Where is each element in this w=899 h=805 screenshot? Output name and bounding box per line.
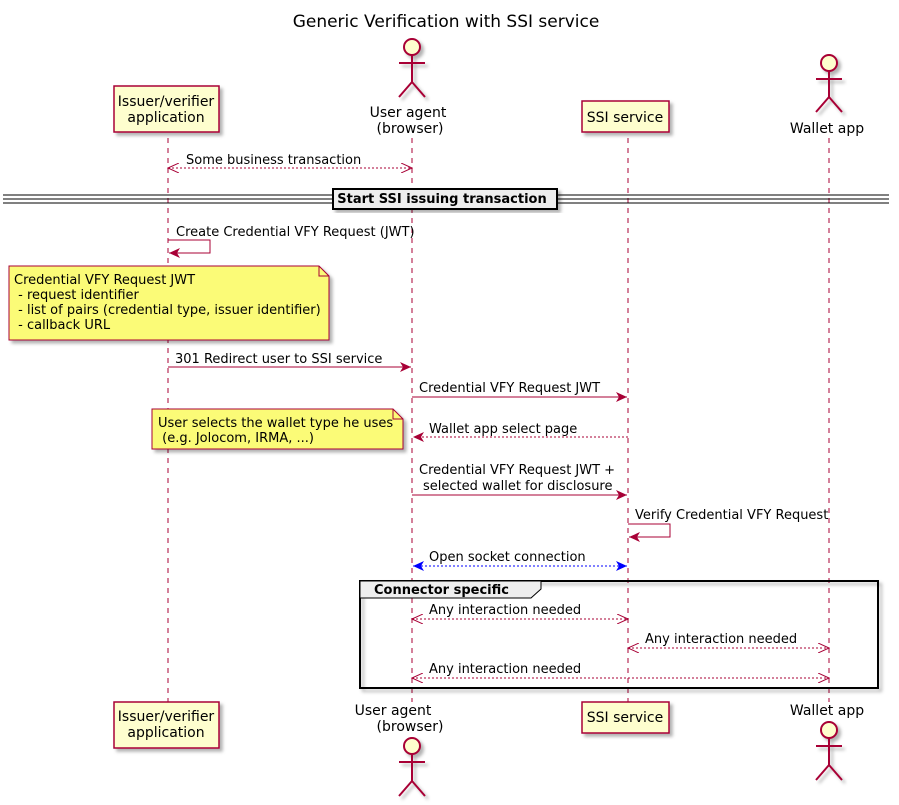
participant-label: Issuer/verifier [118,709,215,725]
message-label: Open socket connection [429,550,586,565]
message-label: 301 Redirect user to SSI service [175,352,382,367]
participant-label: User agent [355,703,432,719]
participant-user-agent-top: User agent (browser) [370,38,447,137]
participant-issuer-bottom: Issuer/verifier application [113,701,220,749]
participant-ssi-service-top: SSI service [581,100,670,133]
note-line: User selects the wallet type he uses [158,416,393,431]
note-line: - list of pairs (credential type, issuer… [14,303,321,318]
note-line: Credential VFY Request JWT [14,273,195,288]
diagram-title: Generic Verification with SSI service [293,12,600,32]
message-label: Create Credential VFY Request (JWT) [176,225,415,240]
message-label: Wallet app select page [429,422,577,437]
message-create-credential-vfy-request: Create Credential VFY Request (JWT) [168,225,415,258]
participant-user-agent-bottom: User agent (browser) [355,703,444,797]
message-verify-credential-vfy-request: Verify Credential VFY Request [628,508,828,542]
message-label: Any interaction needed [429,603,581,618]
participant-wallet-app-top: Wallet app [790,54,864,137]
participant-wallet-app-bottom: Wallet app [790,703,864,781]
note-credential-vfy-request-jwt: Credential VFY Request JWT - request ide… [8,265,330,341]
participant-label: (browser) [377,719,444,735]
group-connector-specific: Connector specific [359,580,879,689]
participant-issuer-top: Issuer/verifier application [113,85,220,133]
message-label: Credential VFY Request JWT + [419,463,615,478]
participant-label: User agent [370,105,447,121]
participant-label: SSI service [587,110,664,126]
message-any-interaction-2: Any interaction needed [628,632,829,648]
message-label: Any interaction needed [429,662,581,677]
participant-label: application [127,110,204,126]
message-label: selected wallet for disclosure [423,479,612,494]
message-some-business-transaction: Some business transaction [168,153,412,168]
participant-label: application [127,725,204,741]
note-line: - callback URL [14,318,111,333]
divider: Start SSI issuing transaction [3,188,889,210]
message-label: Any interaction needed [645,632,797,647]
message-any-interaction-3: Any interaction needed [412,662,829,678]
divider-label: Start SSI issuing transaction [337,192,546,207]
note-line: (e.g. Jolocom, IRMA, ...) [158,431,314,446]
actor-icon [398,737,426,797]
message-label: Verify Credential VFY Request [635,508,828,523]
message-credential-vfy-request-with-wallet: Credential VFY Request JWT + selected wa… [412,463,627,500]
actor-icon [398,38,426,98]
note-user-selects-wallet: User selects the wallet type he uses (e.… [151,408,404,450]
message-label: Some business transaction [186,153,361,168]
message-any-interaction-1: Any interaction needed [412,603,628,619]
participant-label: (browser) [377,121,444,137]
message-301-redirect: 301 Redirect user to SSI service [168,352,411,372]
message-label: Credential VFY Request JWT [419,381,600,396]
participant-label: Wallet app [790,703,864,719]
participant-label: Issuer/verifier [118,94,215,110]
actor-icon [815,721,843,781]
message-open-socket-connection: Open socket connection [413,550,627,571]
participant-ssi-service-bottom: SSI service [581,701,670,734]
group-label: Connector specific [374,583,509,598]
actor-icon [815,54,843,113]
message-wallet-app-select-page: Wallet app select page [413,422,628,442]
message-credential-vfy-request-jwt: Credential VFY Request JWT [412,381,627,402]
participant-label: SSI service [587,710,664,726]
note-line: - request identifier [14,288,140,303]
participant-label: Wallet app [790,121,864,137]
